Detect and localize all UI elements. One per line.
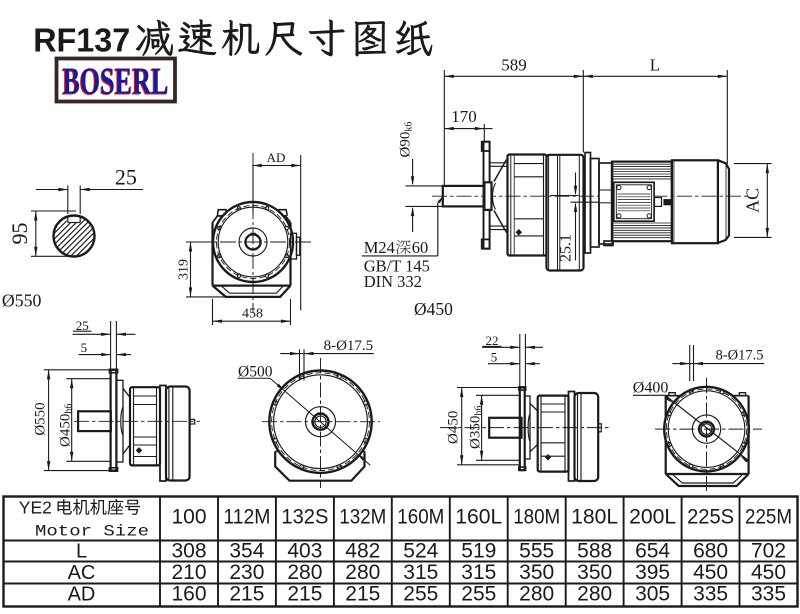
svg-text:AD: AD — [68, 584, 96, 606]
svg-text:25: 25 — [76, 318, 89, 333]
svg-text:112M: 112M — [223, 506, 270, 529]
svg-text:308: 308 — [171, 540, 206, 563]
svg-text:Motor Size: Motor Size — [35, 523, 149, 541]
svg-text:22: 22 — [486, 333, 499, 348]
svg-text:588: 588 — [577, 540, 612, 563]
svg-text:DIN 332: DIN 332 — [364, 272, 422, 291]
svg-text:L: L — [650, 56, 660, 75]
svg-text:Ø350h6: Ø350h6 — [467, 406, 484, 449]
svg-text:132S: 132S — [281, 506, 328, 529]
svg-text:160: 160 — [171, 583, 206, 606]
svg-text:589: 589 — [501, 56, 527, 75]
svg-text:519: 519 — [461, 540, 496, 563]
svg-text:Ø500: Ø500 — [238, 363, 273, 380]
svg-text:280: 280 — [577, 583, 612, 606]
svg-text:215: 215 — [229, 583, 264, 606]
svg-text:M24: M24 — [364, 238, 395, 257]
svg-text:5: 5 — [81, 340, 88, 355]
svg-text:100: 100 — [171, 506, 206, 529]
svg-text:280: 280 — [519, 583, 554, 606]
svg-text:215: 215 — [345, 583, 380, 606]
svg-text:95: 95 — [7, 223, 32, 245]
svg-text:255: 255 — [403, 583, 438, 606]
svg-text:Ø450: Ø450 — [414, 299, 453, 319]
svg-text:230: 230 — [229, 561, 264, 584]
svg-text:Ø550: Ø550 — [2, 291, 42, 311]
svg-text:5: 5 — [491, 350, 498, 365]
svg-text:GB/T 145: GB/T 145 — [364, 257, 430, 276]
svg-text:305: 305 — [635, 583, 670, 606]
svg-text:8-Ø17.5: 8-Ø17.5 — [324, 338, 374, 354]
svg-text:225S: 225S — [687, 506, 734, 529]
svg-text:200L: 200L — [629, 506, 676, 529]
svg-text:YE2: YE2 — [19, 498, 52, 518]
svg-text:Ø450: Ø450 — [446, 411, 462, 444]
svg-text:335: 335 — [751, 583, 786, 606]
svg-text:458: 458 — [242, 307, 263, 322]
svg-text:170: 170 — [451, 107, 477, 126]
svg-text:350: 350 — [519, 561, 554, 584]
svg-text:350: 350 — [577, 561, 612, 584]
svg-text:654: 654 — [635, 540, 670, 563]
svg-text:180M: 180M — [513, 506, 560, 529]
svg-text:160L: 160L — [455, 506, 502, 529]
svg-text:8-Ø17.5: 8-Ø17.5 — [716, 347, 764, 363]
svg-text:335: 335 — [693, 583, 728, 606]
svg-text:225M: 225M — [745, 506, 792, 529]
svg-text:25: 25 — [115, 165, 137, 190]
svg-text:680: 680 — [693, 540, 728, 563]
svg-text:210: 210 — [171, 561, 206, 584]
svg-text:132M: 132M — [339, 506, 386, 529]
svg-text:395: 395 — [635, 561, 670, 584]
svg-text:555: 555 — [519, 540, 554, 563]
svg-text:AC: AC — [743, 188, 763, 213]
svg-text:AC: AC — [68, 562, 96, 584]
svg-text:524: 524 — [403, 540, 438, 563]
svg-text:Ø450h6: Ø450h6 — [58, 404, 75, 447]
svg-text:25.1: 25.1 — [558, 234, 575, 262]
svg-text:BOSERL: BOSERL — [62, 62, 168, 104]
svg-text:450: 450 — [751, 561, 786, 584]
svg-text:315: 315 — [403, 561, 438, 584]
svg-text:702: 702 — [751, 540, 786, 563]
svg-text:255: 255 — [461, 583, 496, 606]
svg-text:354: 354 — [229, 540, 264, 563]
svg-text:280: 280 — [287, 561, 322, 584]
svg-text:215: 215 — [287, 583, 322, 606]
svg-text:Ø550: Ø550 — [33, 402, 49, 435]
svg-text:RF137: RF137 — [33, 21, 130, 58]
svg-text:L: L — [76, 541, 87, 563]
svg-text:AD: AD — [267, 150, 286, 165]
svg-text:315: 315 — [461, 561, 496, 584]
svg-text:Ø400: Ø400 — [633, 380, 669, 397]
svg-text:450: 450 — [693, 561, 728, 584]
svg-text:319: 319 — [177, 259, 192, 280]
svg-text:403: 403 — [287, 540, 322, 563]
svg-text:160M: 160M — [397, 506, 444, 529]
svg-text:280: 280 — [345, 561, 380, 584]
svg-text:60: 60 — [412, 238, 429, 257]
svg-text:180L: 180L — [571, 506, 618, 529]
svg-text:BOSERL: BOSERL — [63, 61, 169, 103]
svg-text:482: 482 — [345, 540, 380, 563]
